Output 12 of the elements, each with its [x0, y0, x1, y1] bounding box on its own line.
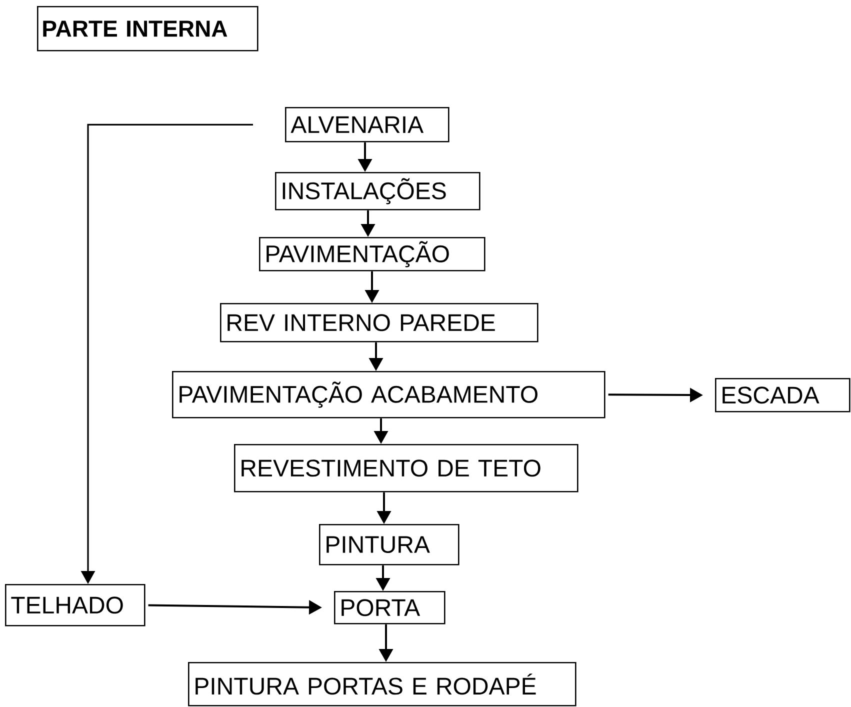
process-box: REV INTERNO PAREDE — [220, 303, 538, 342]
process-box: PAVIMENTAÇÃO ACABAMENTO — [172, 371, 606, 418]
process-box: PORTA — [334, 591, 446, 624]
process-box: TELHADO — [5, 584, 146, 626]
title-box: PARTE INTERNA — [37, 6, 258, 52]
process-box: PINTURA PORTAS E RODAPÉ — [188, 662, 576, 706]
process-box: ESCADA — [715, 378, 850, 412]
process-box: ALVENARIA — [285, 107, 450, 142]
process-box: REVESTIMENTO DE TETO — [234, 444, 578, 492]
process-box: PAVIMENTAÇÃO — [259, 237, 486, 272]
process-box: INSTALAÇÕES — [275, 172, 480, 210]
process-box: PINTURA — [319, 524, 460, 566]
